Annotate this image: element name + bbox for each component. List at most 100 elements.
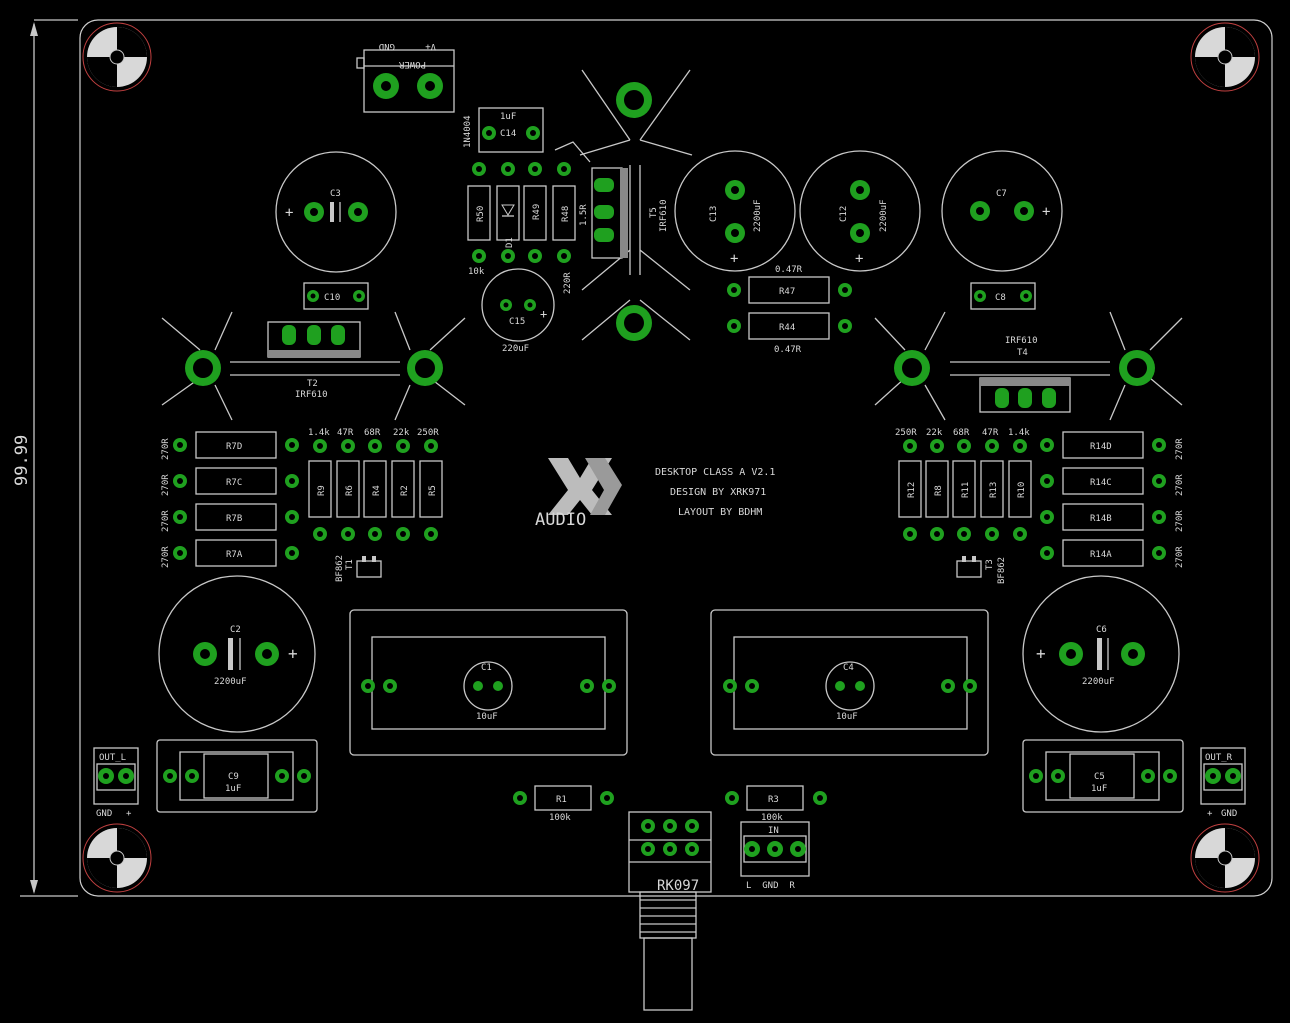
c1-label: C1 xyxy=(481,663,492,673)
svg-text:+: + xyxy=(540,307,547,321)
right-top-value-2: 22k xyxy=(926,428,943,438)
r7c-value: 270R xyxy=(161,474,171,496)
r50-value: 10k xyxy=(468,267,485,277)
right-res-label-5: R10 xyxy=(1017,482,1027,498)
r1-value: 100k xyxy=(549,813,571,823)
t1-part: BF862 xyxy=(335,555,345,582)
r1-resistor: R1 100k xyxy=(513,785,614,823)
in-connector: IN L GND R xyxy=(740,821,810,891)
svg-text:+: + xyxy=(730,251,738,267)
r7d-value: 270R xyxy=(161,438,171,460)
right-top-value-5: 1.4k xyxy=(1008,428,1030,438)
power-gnd-label: GND xyxy=(379,41,395,51)
right-resistor-bank: 250R 22k 68R 47R 1.4k R12 R8 R11 R13 R10 xyxy=(895,428,1032,541)
mounting-hole-tr xyxy=(1190,22,1260,92)
out-l-label: OUT_L xyxy=(99,753,126,763)
r3-label: R3 xyxy=(768,795,779,805)
r14a-value: 270R xyxy=(1175,546,1185,568)
c13-capacitor: C13 2200uF + xyxy=(674,150,796,272)
r14-resistor-group: R14D R14C R14B R14A 270R 270R 270R 270R xyxy=(1040,431,1185,568)
t2-part: IRF610 xyxy=(295,390,328,400)
r14b-value: 270R xyxy=(1175,510,1185,532)
power-vplus-label: V+ xyxy=(425,41,436,51)
board-title-line-1: DESKTOP CLASS A V2.1 xyxy=(655,467,775,478)
xrk-logo: AUDIO xyxy=(535,458,622,530)
t1-transistor: BF862 T1 xyxy=(335,555,382,582)
r14d-label: R14D xyxy=(1090,442,1112,452)
left-res-label-2: R6 xyxy=(345,485,355,496)
out-l-plus: + xyxy=(126,809,132,819)
t4-part: IRF610 xyxy=(1005,336,1038,346)
mounting-hole-tl xyxy=(82,22,152,92)
c14-capacitor: 1uF C14 xyxy=(478,107,544,153)
c5-label: C5 xyxy=(1094,772,1105,782)
c9-capacitor: C9 1uF xyxy=(156,739,318,813)
left-res-label-3: R4 xyxy=(372,485,382,496)
r47-value: 0.47R xyxy=(775,265,803,275)
c10-capacitor: C10 xyxy=(303,282,369,310)
r14a-label: R14A xyxy=(1090,550,1112,560)
left-top-value-1: 1.4k xyxy=(308,428,330,438)
t5-label: T5 xyxy=(649,207,659,218)
in-label: IN xyxy=(768,826,779,836)
d1-label: D1 xyxy=(505,237,515,248)
c7-capacitor: C7 + xyxy=(941,150,1063,272)
rk097-potentiometer: RK097 xyxy=(628,811,712,1011)
board-title-line-3: LAYOUT BY BDHM xyxy=(678,507,762,518)
right-top-value-1: 250R xyxy=(895,428,917,438)
c4-value: 10uF xyxy=(836,712,858,722)
c5-capacitor: C5 1uF xyxy=(1022,739,1184,813)
c6-capacitor: C6 2200uF + xyxy=(1022,575,1180,733)
r49-label: R49 xyxy=(532,204,542,220)
out-l-connector: OUT_L GND + xyxy=(93,747,139,819)
in-pins-label: L GND R xyxy=(746,881,795,891)
left-top-value-3: 68R xyxy=(364,428,381,438)
driver-resistors-top: R50 D1 R49 R48 1.5R 10k 220R xyxy=(467,141,591,294)
c1-value: 10uF xyxy=(476,712,498,722)
left-top-value-2: 47R xyxy=(337,428,354,438)
r-1r5-value: 1.5R xyxy=(579,204,589,226)
t4-label: T4 xyxy=(1017,348,1028,358)
c3-capacitor: C3 + xyxy=(275,151,397,273)
r3-value: 100k xyxy=(761,813,783,823)
left-res-label-5: R5 xyxy=(428,485,438,496)
r7d-label: R7D xyxy=(226,442,242,452)
c14-label: C14 xyxy=(500,129,516,139)
out-l-gnd: GND xyxy=(96,809,112,819)
out-r-connector: OUT_R + GND xyxy=(1200,747,1246,819)
c6-value: 2200uF xyxy=(1082,677,1115,687)
r44-resistor: R44 0.47R xyxy=(727,312,852,355)
right-res-label-4: R13 xyxy=(989,482,999,498)
c4-capacitor: C4 10uF xyxy=(710,609,989,756)
c13-label: C13 xyxy=(709,206,719,222)
c14-value: 1uF xyxy=(500,112,516,122)
right-res-label-1: R12 xyxy=(907,482,917,498)
left-top-value-4: 22k xyxy=(393,428,410,438)
dimension-marker: 99.99 xyxy=(12,19,78,897)
left-res-label-4: R2 xyxy=(400,485,410,496)
c6-label: C6 xyxy=(1096,625,1107,635)
r14c-label: R14C xyxy=(1090,478,1112,488)
svg-text:+: + xyxy=(1042,204,1050,220)
c2-value: 2200uF xyxy=(214,677,247,687)
c3-label: C3 xyxy=(330,189,341,199)
r14d-value: 270R xyxy=(1175,438,1185,460)
r44-label: R44 xyxy=(779,323,795,333)
r44-value: 0.47R xyxy=(774,345,802,355)
c15-label: C15 xyxy=(509,317,525,327)
right-res-label-3: R11 xyxy=(961,482,971,498)
r3-resistor: R3 100k xyxy=(725,785,827,823)
logo-text: AUDIO xyxy=(535,510,586,530)
c12-label: C12 xyxy=(839,206,849,222)
heatsink-t5: T5 IRF610 xyxy=(579,69,693,341)
r47-resistor: 0.47R R47 xyxy=(727,265,852,304)
svg-text:+: + xyxy=(288,644,298,663)
c9-value: 1uF xyxy=(225,784,241,794)
r1-label: R1 xyxy=(556,795,567,805)
t5-part: IRF610 xyxy=(659,199,669,232)
left-resistor-bank: 1.4k 47R 68R 22k 250R R9 R6 R4 R2 R5 xyxy=(308,428,443,541)
svg-text:+: + xyxy=(855,251,863,267)
c2-capacitor: C2 2200uF + xyxy=(158,575,316,733)
r14c-value: 270R xyxy=(1175,474,1185,496)
